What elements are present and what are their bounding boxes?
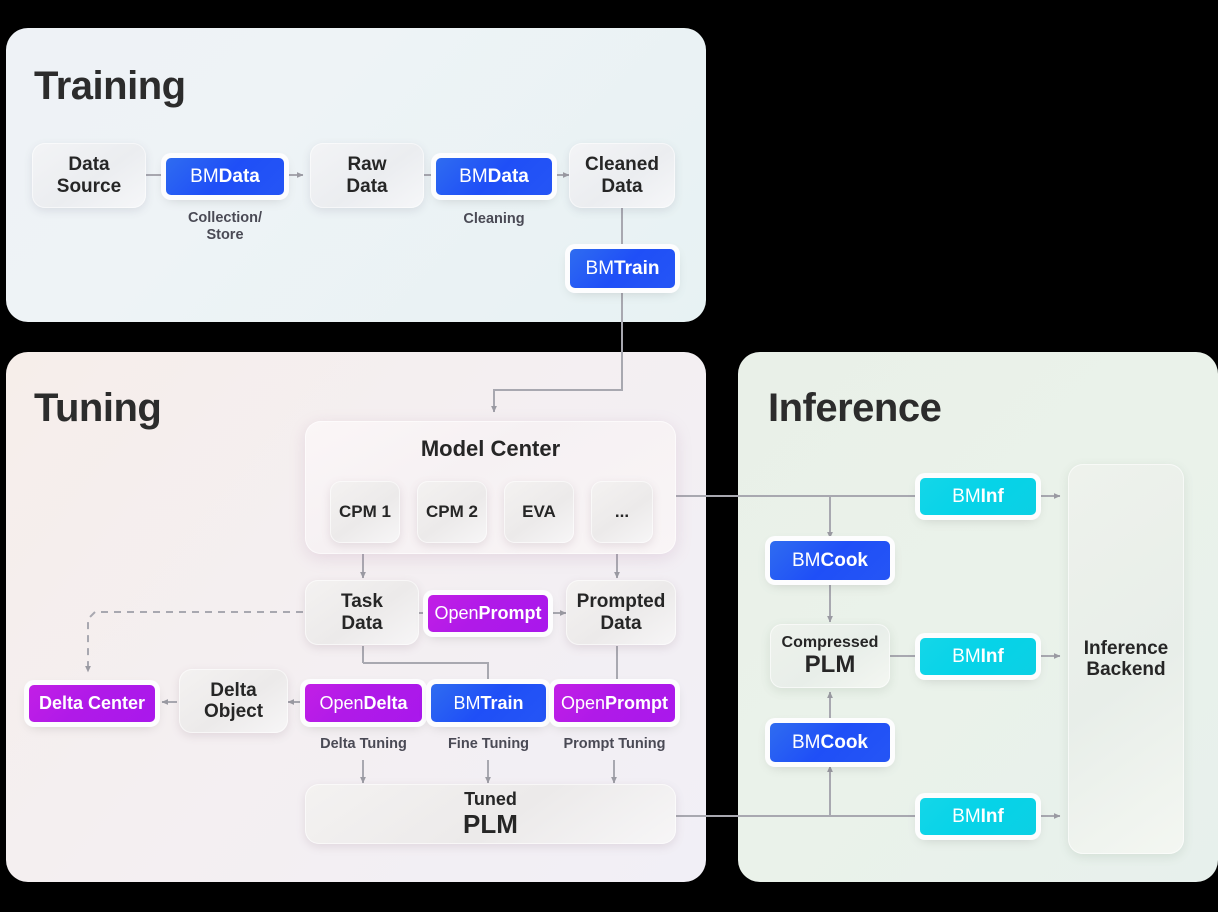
badge-prefix: BM xyxy=(453,692,481,713)
caption-cleaning: Cleaning xyxy=(463,211,525,227)
panel-title-training: Training xyxy=(34,64,186,108)
wire-taskdata-bmtrain xyxy=(363,662,489,682)
badge-prefix: BM xyxy=(792,731,821,753)
node-line-1: Task xyxy=(341,591,383,613)
badge-suffix: Cook xyxy=(820,549,869,571)
node-line-1: Delta xyxy=(210,679,257,701)
node-line-2: PLM xyxy=(463,808,518,839)
panel-title-inference: Inference xyxy=(768,386,942,430)
badge-suffix: Train xyxy=(614,257,660,279)
model-chip-label: EVA xyxy=(522,502,556,522)
model-chip-label: CPM 2 xyxy=(426,502,478,522)
badge-prefix: Open xyxy=(434,603,479,623)
badge-suffix: Inf xyxy=(980,645,1004,667)
model-chip-more[interactable]: ... xyxy=(591,481,653,543)
panel-title-tuning: Tuning xyxy=(34,386,162,430)
node-line-1: Prompted xyxy=(576,591,666,613)
model-center-title: Model Center xyxy=(420,436,561,461)
badge-prefix: BM xyxy=(952,485,981,507)
node-cleaned-data: Cleaned Data xyxy=(569,143,675,208)
node-line-2: Object xyxy=(203,701,264,722)
badge-prefix: BM xyxy=(585,257,615,279)
node-line-1: Tuned xyxy=(464,789,517,810)
model-chip-label: CPM 1 xyxy=(339,502,391,522)
badge-suffix: Prompt xyxy=(478,603,542,623)
badge-prefix: BM xyxy=(190,165,219,187)
badge-suffix: Data xyxy=(487,165,529,187)
node-prompted-data: Prompted Data xyxy=(566,580,676,645)
badge-suffix: Inf xyxy=(980,805,1004,827)
wire-bmtrain-modelcenter xyxy=(491,208,623,413)
node-data-source: Data Source xyxy=(32,143,146,208)
node-compressed-plm: Compressed PLM xyxy=(770,624,890,688)
node-line-2: PLM xyxy=(804,650,856,678)
badge-prefix: Open xyxy=(319,692,364,713)
model-chip-cpm1[interactable]: CPM 1 xyxy=(330,481,400,543)
badge-prefix: BM xyxy=(952,645,981,667)
node-line-2: Source xyxy=(56,175,122,197)
node-line-2: Data xyxy=(346,175,388,197)
node-line-2: Data xyxy=(341,612,383,634)
node-line-2: Data xyxy=(600,612,642,634)
caption-prompt-tuning: Prompt Tuning xyxy=(563,736,666,752)
badge-suffix: Data xyxy=(218,165,260,187)
node-inference-backend: Inference Backend xyxy=(1068,464,1184,854)
caption-delta-tuning: Delta Tuning xyxy=(320,736,407,752)
badge-prefix: BM xyxy=(952,805,981,827)
node-line-1: Compressed xyxy=(781,633,879,651)
badge-suffix: Prompt xyxy=(605,692,669,713)
node-raw-data: Raw Data xyxy=(310,143,424,208)
badge-suffix: Delta Center xyxy=(38,693,146,713)
wire-taskdata-deltacenter-dashed xyxy=(85,611,303,673)
model-chip-label: ... xyxy=(614,502,630,522)
badge-delta-center[interactable]: Delta Center xyxy=(29,685,155,722)
node-line-1: Cleaned xyxy=(585,154,659,176)
badge-suffix: Inf xyxy=(980,485,1004,507)
badge-prefix: Open xyxy=(560,692,606,713)
node-line-2: Data xyxy=(601,175,643,197)
model-chip-eva[interactable]: EVA xyxy=(504,481,574,543)
node-line-1: Inference xyxy=(1083,637,1169,659)
node-delta-object: Delta Object xyxy=(179,669,288,733)
caption-collection-store: Collection/ Store xyxy=(187,210,263,244)
badge-suffix: Delta xyxy=(363,692,408,713)
node-tuned-plm: Tuned PLM xyxy=(305,784,676,844)
badge-suffix: Train xyxy=(480,692,524,713)
badge-suffix: Cook xyxy=(820,731,869,753)
node-line-1: Data xyxy=(68,154,110,176)
node-task-data: Task Data xyxy=(305,580,419,645)
badge-prefix: BM xyxy=(459,165,488,187)
badge-prefix: BM xyxy=(792,549,821,571)
node-line-1: Raw xyxy=(347,154,387,176)
model-chip-cpm2[interactable]: CPM 2 xyxy=(417,481,487,543)
caption-fine-tuning: Fine Tuning xyxy=(447,736,530,752)
node-line-2: Backend xyxy=(1086,659,1166,680)
